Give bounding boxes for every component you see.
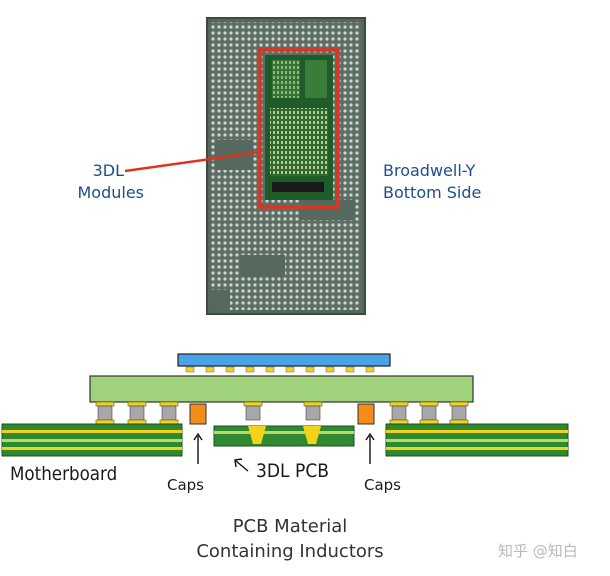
3dl-highlight-box	[258, 48, 340, 209]
caps-right-label: Caps	[364, 476, 402, 494]
3dl-label-line2: Modules	[77, 183, 144, 202]
callout-line	[124, 150, 261, 173]
3dl-pcb-label: 3DL PCB	[256, 460, 329, 482]
3dl-modules-label: 3DL Modules	[62, 160, 144, 204]
caption-line1: PCB Material	[232, 516, 348, 537]
caps-left-label: Caps	[167, 476, 205, 494]
watermark: 知乎 @知白	[498, 542, 578, 560]
chip-photo	[124, 17, 366, 315]
cap-left	[189, 403, 207, 425]
cross-section-diagram	[1, 353, 569, 472]
3dl-pcb	[213, 425, 355, 447]
caption-line2: Containing Inductors	[196, 541, 384, 562]
bga-balls	[95, 401, 469, 425]
pcb-material-caption: PCB Material Containing Inductors	[170, 514, 410, 564]
broadwell-label: Broadwell-Y Bottom Side	[383, 160, 481, 204]
motherboard-label: Motherboard	[10, 463, 118, 485]
cap-right	[357, 403, 375, 425]
package-substrate	[89, 375, 474, 403]
die	[177, 353, 391, 367]
die-bumps	[185, 366, 375, 373]
3dl-label-line1: 3DL	[92, 161, 124, 180]
broadwell-label-line2: Bottom Side	[383, 183, 482, 202]
broadwell-label-line1: Broadwell-Y	[383, 161, 476, 180]
